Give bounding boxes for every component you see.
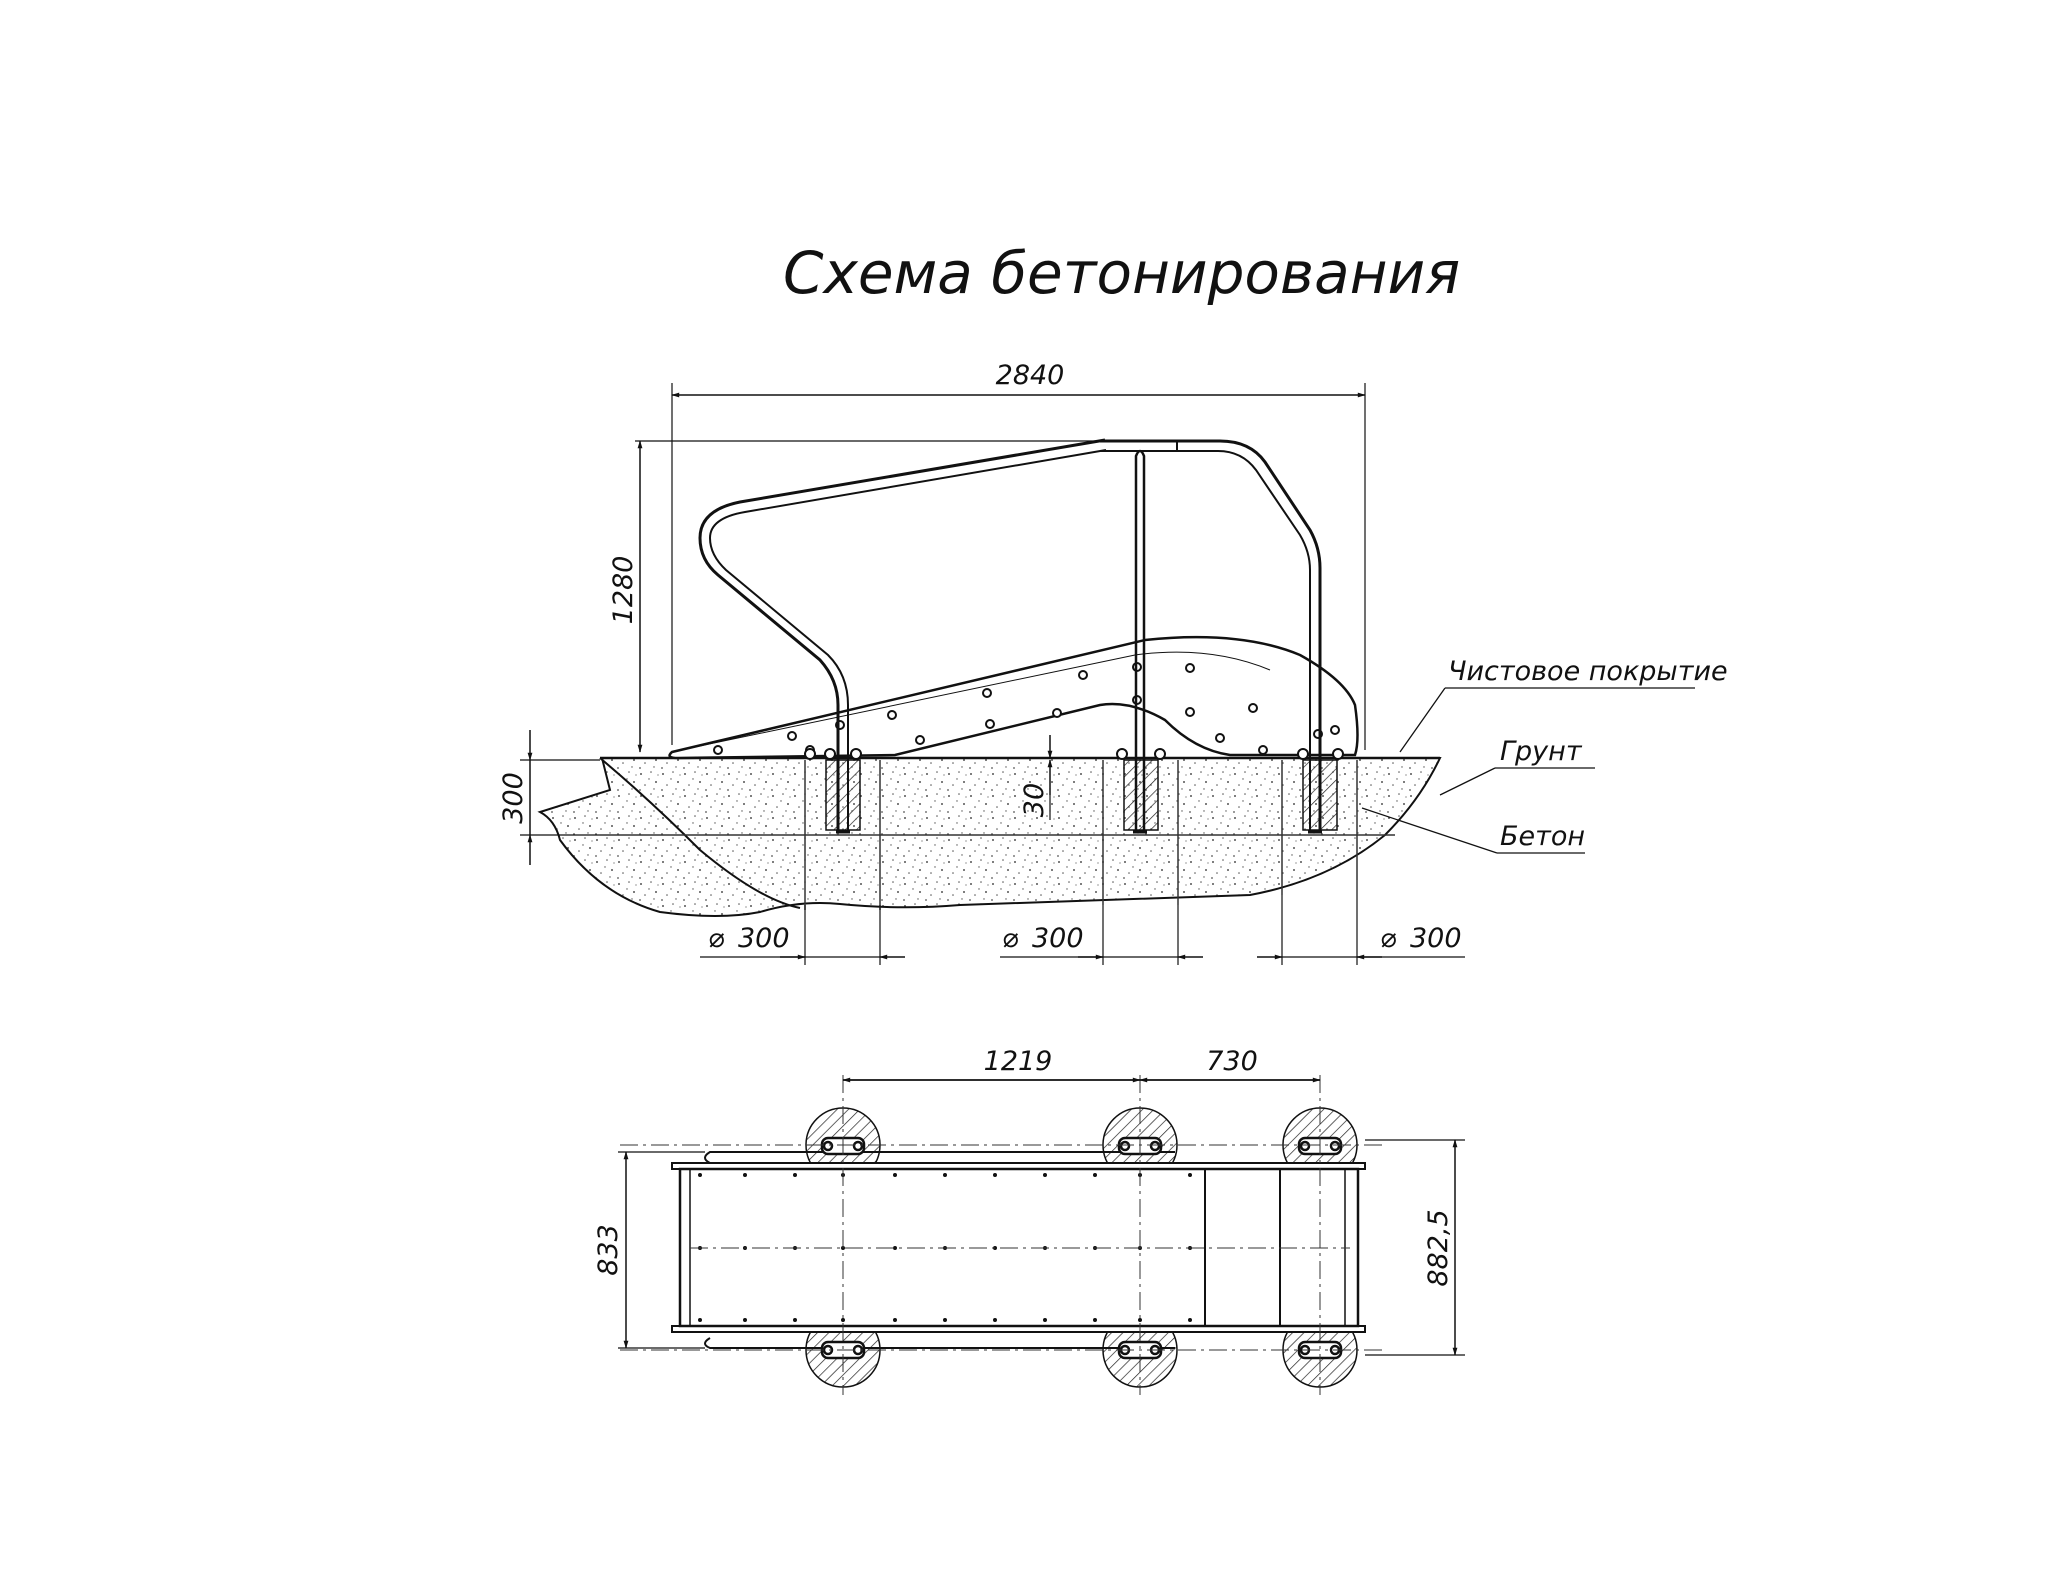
label-finish-coating: Чистовое покрытие [1448,656,1728,687]
diameter-symbol-2: ⌀ [1002,923,1019,954]
dim-depth: 300 [498,730,600,865]
diameter-symbol-1: ⌀ [708,923,725,954]
dim-span2-text: 730 [1206,1046,1258,1077]
handrail-top [1100,439,1322,832]
dim-spans: 1219 730 [842,1046,1321,1083]
foundation-columns [600,760,1395,910]
dim-width-outer-text: 882,5 [1423,1209,1454,1286]
slide-chute [668,635,1359,760]
plan-view: 1219 730 833 882,5 [593,1046,1465,1395]
plan-centerlines [620,1075,1385,1395]
slide-chute-inner [689,651,1271,749]
side-view: 2840 1280 300 30 [498,360,1728,965]
dim-diameter-3: 300 [1410,923,1462,954]
label-soil: Грунт [1500,736,1583,767]
concrete-soil-body [537,757,1442,917]
dim-height-text: 1280 [608,556,639,625]
dim-height: 1280 [608,440,1100,753]
drawing-title: Схема бетонирования [783,239,1460,307]
dim-depth-text: 300 [498,772,529,824]
concrete-left-edge [599,757,801,909]
diameter-symbol-3: ⌀ [1380,923,1397,954]
label-concrete: Бетон [1500,821,1585,852]
handrail-top-inner [1100,450,1311,832]
dim-total-length: 2840 [671,360,1366,750]
dim-width-inner-text: 833 [593,1224,624,1276]
post-recess-2 [1123,759,1159,831]
dim-diameters: ⌀ 300 ⌀ 300 ⌀ 300 [700,880,1465,965]
handrail-left-inner [708,449,1107,832]
dim-offset: 30 [1019,735,1053,820]
dim-diameter-2: 300 [1032,923,1084,954]
post-recess-1 [825,759,861,831]
dim-width-inner: 833 [593,1151,705,1349]
callouts: Чистовое покрытие Грунт Бетон [1361,656,1728,854]
dim-width-outer: 882,5 [1365,1139,1465,1356]
dim-offset-text: 30 [1019,783,1050,817]
handrail-left [698,438,1106,832]
dim-total-length-text: 2840 [996,360,1065,391]
dim-span1-text: 1219 [984,1046,1053,1077]
plan-rails [671,1151,1366,1349]
middle-post [1134,449,1146,832]
base-bolts [804,748,1344,760]
dim-diameter-1: 300 [738,923,790,954]
